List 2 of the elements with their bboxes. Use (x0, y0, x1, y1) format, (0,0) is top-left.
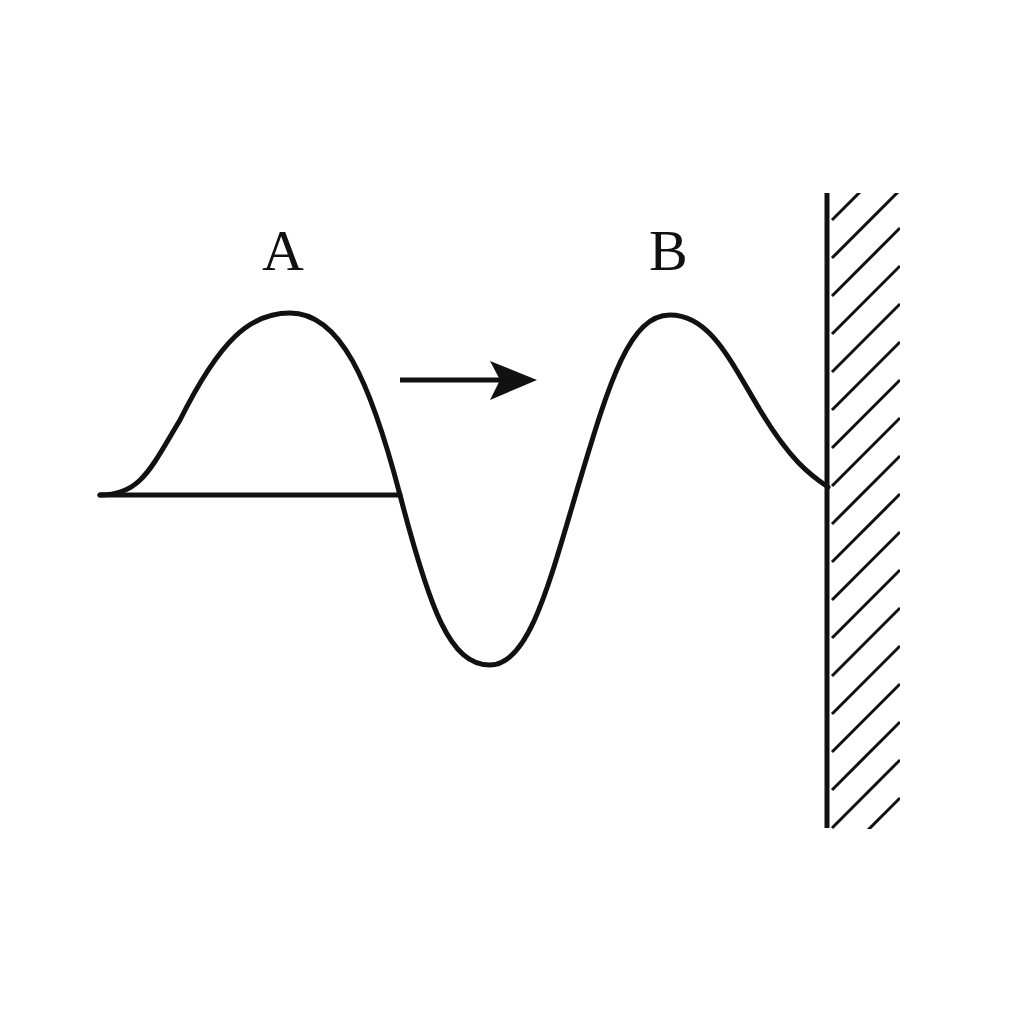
point-label: B (649, 222, 688, 280)
point-label: A (262, 222, 304, 280)
